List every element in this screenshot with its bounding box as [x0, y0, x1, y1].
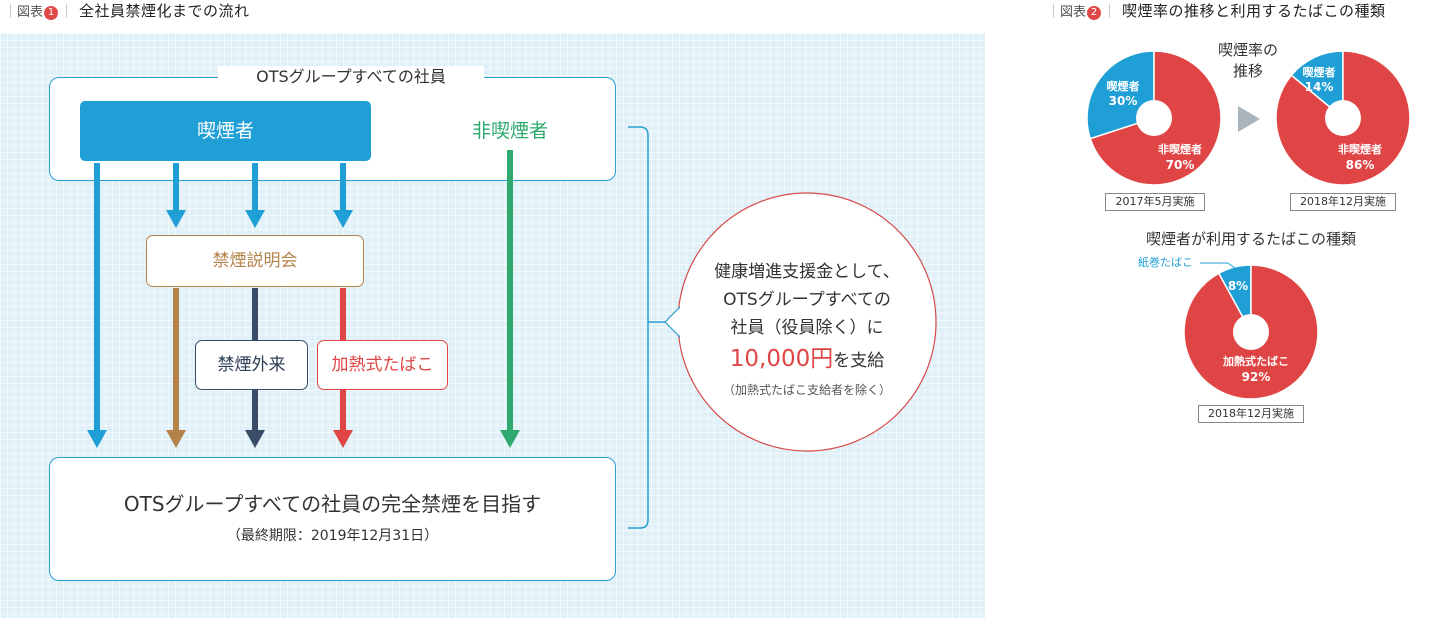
- speech-bubble: [664, 192, 937, 452]
- bracket-line: [628, 126, 649, 529]
- types-title: 喫煙者が利用するたばこの種類: [1145, 230, 1356, 248]
- pie3-leader-line: [1200, 262, 1237, 270]
- pie1-non-label: 非喫煙者: [1158, 143, 1202, 156]
- pie-slice-minor: [1290, 50, 1344, 120]
- pie2-non-value: 86%: [1345, 158, 1375, 172]
- pie3-heated-value: 92%: [1241, 370, 1271, 384]
- goal-box: [49, 457, 616, 581]
- pie3-paper-label: 紙巻たばこ: [1138, 256, 1193, 269]
- arrow-head-green: [500, 430, 520, 448]
- pie2-smoker-value: 14%: [1304, 80, 1334, 94]
- arrow-head-seminar-1: [166, 210, 186, 228]
- figure1-tag: 図表: [17, 5, 44, 20]
- seminar-box: 禁煙説明会: [146, 235, 364, 287]
- pie3-heated-label: 加熱式たばこ: [1223, 355, 1289, 368]
- arrow-head-seminar-2: [245, 210, 265, 228]
- figure2-number-badge: 2: [1087, 6, 1102, 20]
- nonsmokers-label: 非喫煙者: [471, 120, 548, 142]
- pie1-non-value: 70%: [1165, 158, 1195, 172]
- top-group-label: OTSグループすべての社員: [218, 66, 484, 88]
- deadline-text: （最終期限：2019年12月31日）: [226, 528, 439, 544]
- pie-slice-major: [1275, 50, 1411, 186]
- bubble-amount: 10,000円: [729, 346, 834, 372]
- pie-center-hole: [1325, 100, 1361, 136]
- trend-label-1: 喫煙率の: [1217, 41, 1278, 59]
- goal-text: OTSグループすべての社員の完全禁煙を目指す: [123, 492, 542, 516]
- pie1-smoker-label: 喫煙者: [1106, 80, 1140, 93]
- heated-tobacco-box: 加熱式たばこ: [317, 340, 448, 390]
- figure1-number-badge: 1: [44, 6, 59, 20]
- trend-arrow-icon: [1238, 106, 1260, 132]
- pie3-paper-value: 8%: [1227, 279, 1249, 293]
- bubble-line3: 社員（役員除く）に: [730, 318, 884, 338]
- arrow-head-red: [333, 430, 353, 448]
- bubble-amount-line: 10,000円を支給: [680, 342, 934, 378]
- arrow-head-navy: [245, 430, 265, 448]
- bubble-line1: 健康増進支援金として、: [714, 262, 900, 282]
- pie-2017: [1086, 50, 1222, 186]
- figure2-title: 喫煙率の推移と利用するたばこの種類: [1122, 2, 1386, 20]
- pie3-caption: 2018年12月実施: [1198, 405, 1304, 423]
- pie1-caption: 2017年5月実施: [1105, 193, 1205, 211]
- pie-center-hole: [1136, 100, 1172, 136]
- clinic-box: 禁煙外来: [195, 340, 308, 390]
- pie1-smoker-value: 30%: [1108, 94, 1138, 108]
- figure1-title: 全社員禁煙化までの流れ: [79, 2, 250, 20]
- bubble-amount-suffix: を支給: [833, 351, 885, 371]
- figure2-tag: 図表: [1060, 5, 1087, 20]
- smokers-box: 喫煙者: [80, 101, 371, 161]
- pie2-smoker-label: 喫煙者: [1302, 66, 1336, 79]
- bubble-note: （加熱式たばこ支給者を除く）: [722, 383, 891, 397]
- pie-tobacco-type: [1183, 264, 1319, 400]
- trend-label-2: 推移: [1232, 62, 1263, 80]
- pie-center-hole: [1233, 314, 1269, 350]
- arrow-head-brown: [166, 430, 186, 448]
- arrow-head-seminar-3: [333, 210, 353, 228]
- pie2-caption: 2018年12月実施: [1290, 193, 1396, 211]
- pie-2018: [1275, 50, 1411, 186]
- pie2-non-label: 非喫煙者: [1338, 143, 1382, 156]
- arrow-head-smokers-direct: [87, 430, 107, 448]
- bubble-line2: OTSグループすべての: [723, 290, 891, 310]
